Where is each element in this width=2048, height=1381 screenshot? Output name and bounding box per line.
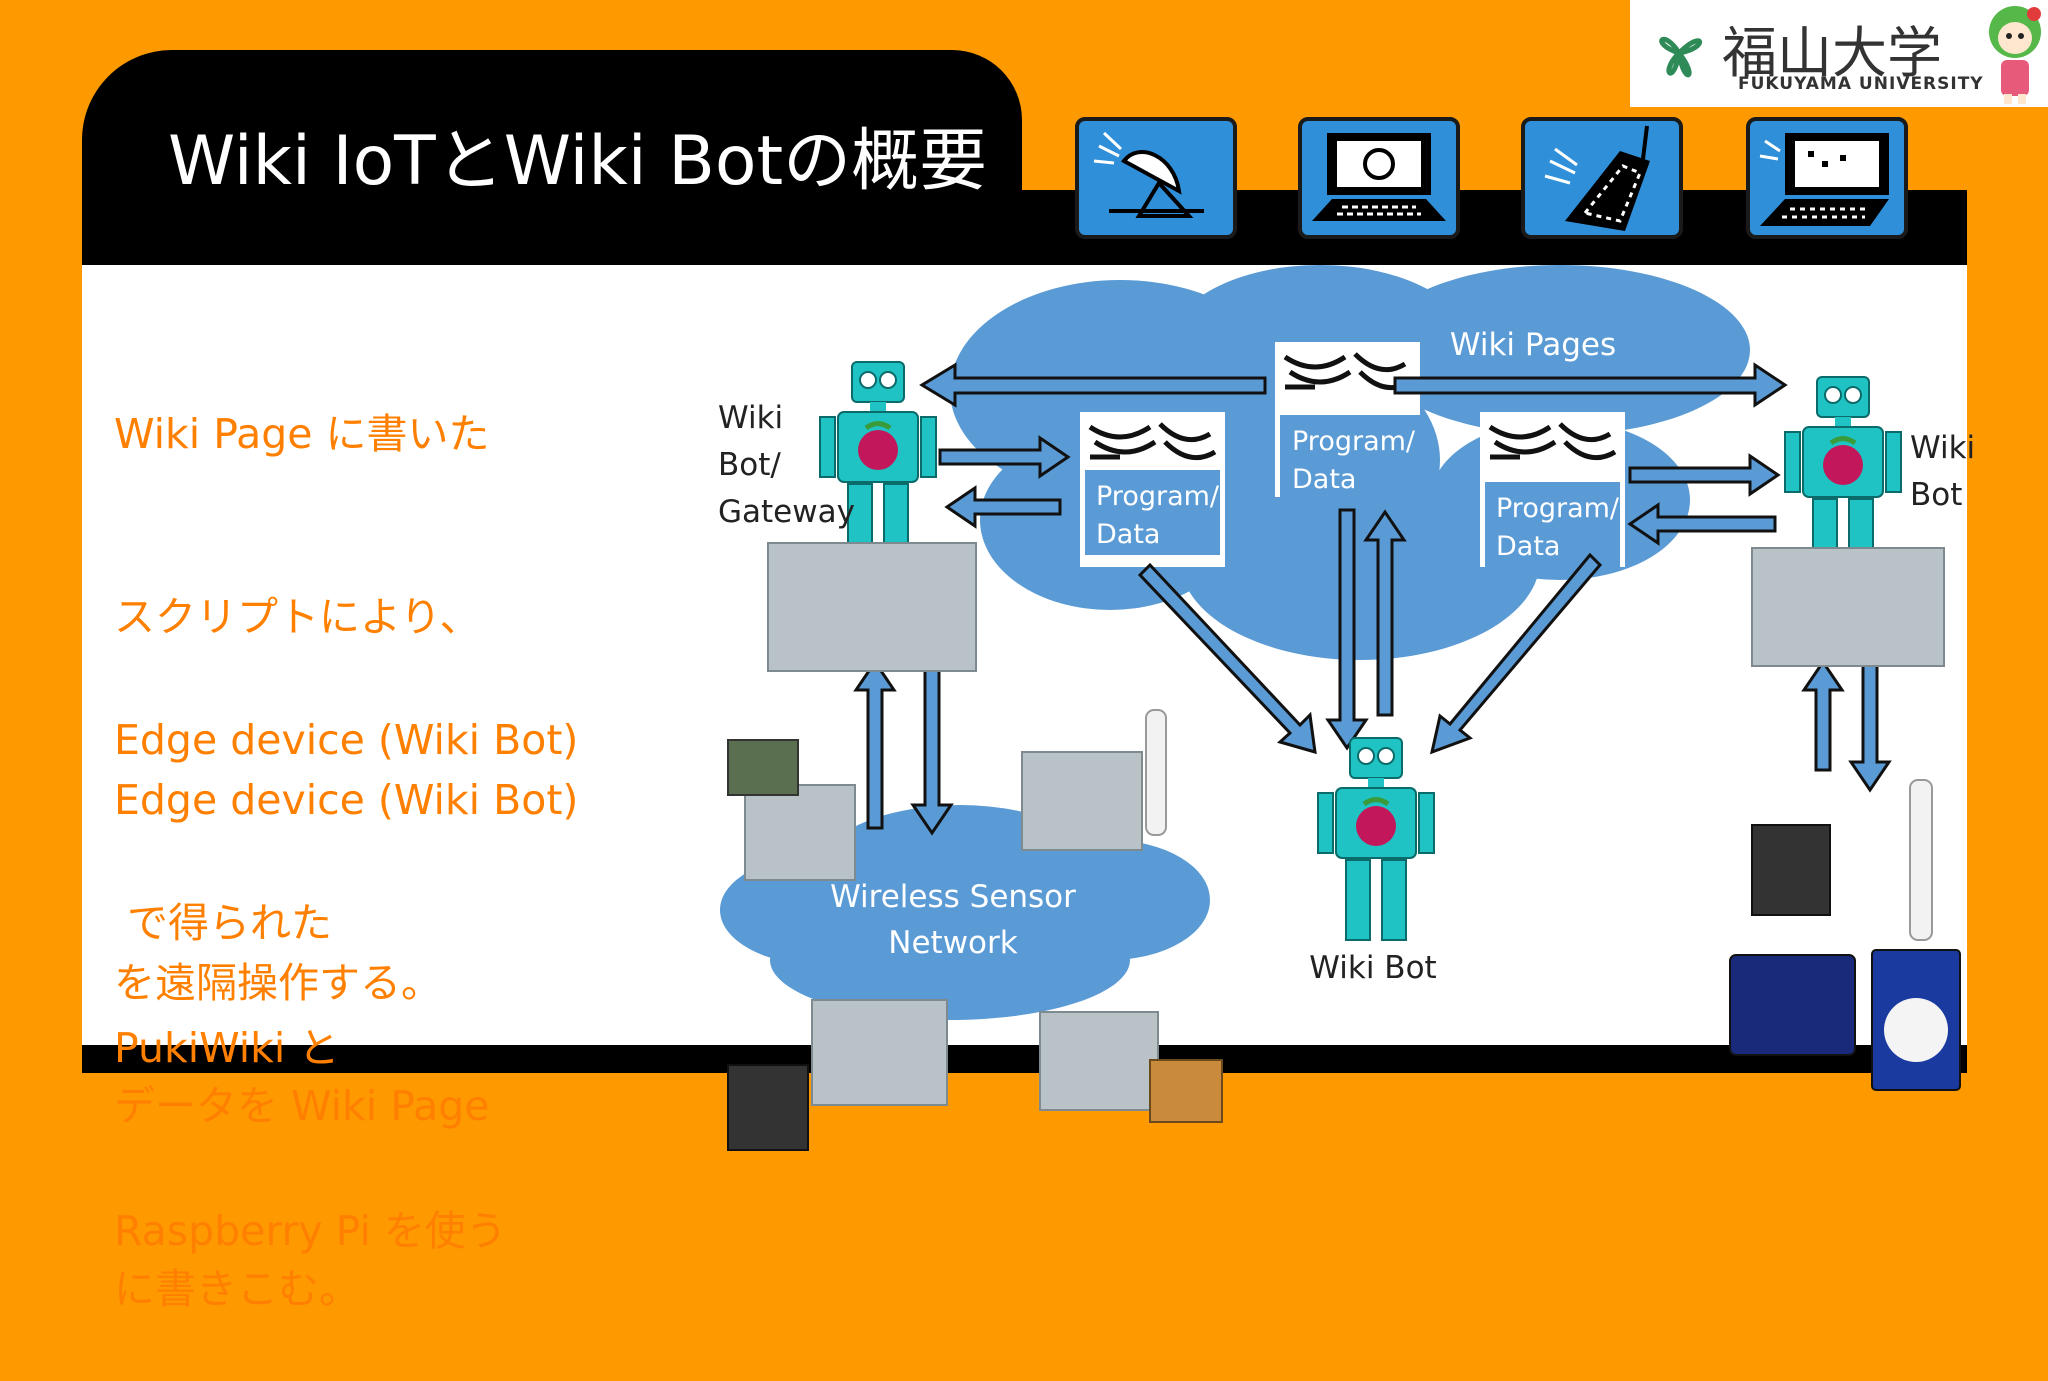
- program-data-box-2: Program/ Data: [1275, 342, 1420, 500]
- desc-line: Raspberry Pi を使う: [114, 1207, 507, 1255]
- desc-line: Edge device (Wiki Bot): [114, 716, 579, 764]
- laptop-tile: [1746, 117, 1908, 239]
- cloud-label: Wiki Pages: [1450, 327, 1616, 363]
- mascot-icon: [1989, 6, 2041, 104]
- arrow-program-to-right-bot: [1628, 453, 1781, 497]
- desc-line: スクリプトにより、: [114, 593, 481, 641]
- thermometer-icon-1: [1145, 709, 1167, 836]
- computer-tile: [1298, 117, 1460, 239]
- satellite-dish-tile: [1075, 117, 1237, 239]
- arrow-right-bot-to-program: [1627, 502, 1777, 546]
- arrow-down-center: [1325, 508, 1369, 751]
- logo-en-text: FUKUYAMA UNIVERSITY: [1738, 74, 1984, 94]
- laptop-icon: [1759, 133, 1889, 226]
- thermometer-icon-2: [1909, 779, 1933, 941]
- computer-icon: [1312, 133, 1446, 221]
- wireless-sensor-cloud: [720, 805, 1210, 1020]
- page-title: Wiki IoTとWiki Botの概要: [168, 122, 988, 201]
- university-logo: 福山大学 FUKUYAMA UNIVERSITY: [1630, 0, 2048, 107]
- arrow-left-to-center-bot: [1137, 562, 1317, 755]
- arrow-up-center: [1363, 509, 1407, 717]
- mobile-phone-tile: [1521, 117, 1683, 239]
- gateway-label-1: Wiki: [718, 400, 783, 436]
- right-bot-label-1: Wiki: [1910, 430, 1975, 466]
- program-label-1b: Data: [1096, 519, 1160, 550]
- program-label-2b: Data: [1292, 464, 1356, 495]
- program-label-2: Program/: [1292, 426, 1416, 457]
- mobile-phone-icon: [1544, 125, 1650, 231]
- arrow-right-to-center-bot: [1429, 552, 1603, 755]
- right-bot-label-2: Bot: [1910, 477, 1962, 513]
- description-block-1: Wiki Page に書いた スクリプトにより、 Edge device (Wi…: [114, 282, 578, 1075]
- logo-jp-text: 福山大学: [1722, 21, 1943, 85]
- logo-flower-icon: [1659, 36, 1703, 78]
- sensor-board-photo-4: [1039, 1011, 1159, 1111]
- diagram-arrows: [853, 362, 1892, 836]
- sensor-network-label-1: Wireless Sensor: [830, 879, 1076, 915]
- arrow-program-to-gateway: [944, 485, 1062, 529]
- gateway-hardware-photo: [767, 542, 977, 672]
- motion-sensor-dome: [1884, 998, 1948, 1062]
- arrow-sensor-down: [910, 658, 954, 836]
- arrow-to-right-bot: [1393, 362, 1788, 408]
- right-hardware-photo: [1751, 547, 1945, 667]
- satellite-dish-icon: [1093, 131, 1204, 218]
- bottom-bar: [82, 1045, 1967, 1073]
- program-data-box-1: Program/ Data: [1080, 412, 1225, 567]
- program-label-3b: Data: [1496, 531, 1560, 562]
- gateway-label-2: Bot/: [718, 447, 781, 483]
- gas-sensor-photo: [1729, 954, 1856, 1056]
- sensor-board-photo-3: [811, 999, 948, 1106]
- arrow-gateway-to-program: [938, 435, 1071, 479]
- desc-line: Wiki Page に書いた: [114, 410, 490, 458]
- wiki-iot-diagram: Wiki Pages Program/ Data Program/ Data P…: [718, 265, 1975, 1151]
- program-label-3: Program/: [1496, 493, 1620, 524]
- center-bot-label: Wiki Bot: [1309, 950, 1436, 986]
- sensor-board-photo-1: [744, 784, 856, 881]
- arrow-to-gateway: [919, 362, 1267, 408]
- desc-line: で得られた: [114, 899, 333, 947]
- gateway-robot-icon: [820, 362, 936, 564]
- arrow-right-sensor-down: [1848, 658, 1892, 793]
- camera-photo: [727, 739, 799, 796]
- program-label-1: Program/: [1096, 481, 1220, 512]
- light-sensor-photo-1: [727, 1064, 809, 1151]
- sensor-board-photo-2: [1021, 751, 1143, 851]
- center-robot-icon: [1318, 738, 1434, 940]
- program-data-box-3: Program/ Data: [1480, 412, 1625, 567]
- sensor-network-label-2: Network: [888, 925, 1017, 961]
- light-sensor-photo-2: [1751, 824, 1831, 916]
- motor-photo: [1149, 1059, 1223, 1123]
- desc-line: PukiWiki と: [114, 1024, 340, 1072]
- arrow-right-sensor-up: [1801, 659, 1845, 772]
- desc-line: を遠隔操作する。: [114, 959, 442, 1007]
- desc-line: Edge device (Wiki Bot): [114, 776, 579, 824]
- title-bar: [82, 50, 1022, 265]
- gateway-label-3: Gateway: [718, 494, 855, 530]
- desc-line: データを Wiki Page: [114, 1082, 490, 1130]
- arrow-sensor-up: [853, 659, 897, 830]
